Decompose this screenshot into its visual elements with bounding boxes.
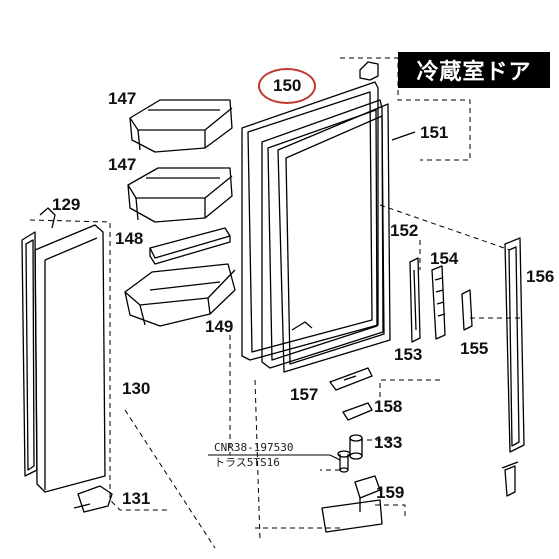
part-label-133: 133: [374, 433, 403, 452]
bracket-131: [73, 485, 113, 513]
part-label-159: 159: [376, 483, 405, 502]
part-label-148: 148: [115, 229, 144, 248]
part-label-158: 158: [374, 397, 403, 416]
part-label-147-upper: 147: [108, 89, 137, 108]
part-label-157: 157: [290, 385, 319, 404]
part-label-154: 154: [430, 249, 459, 268]
part-label-156: 156: [526, 267, 555, 286]
hinge-158: [342, 402, 373, 421]
callout-line-1: CNR38-197530: [214, 441, 294, 454]
trim-156: [504, 237, 525, 453]
part-number-callout: CNR38-197530 トラス5TS16: [214, 440, 293, 470]
part-label-149: 149: [205, 317, 234, 336]
pin-151: [391, 131, 416, 141]
bushing-133: [349, 434, 363, 460]
hinge-159: [321, 475, 383, 533]
part-label-152: 152: [390, 221, 419, 240]
part-label-151: 151: [420, 123, 449, 142]
part-label-155: 155: [460, 339, 489, 358]
callout-line-2: トラス5TS16: [214, 456, 280, 469]
strip-155: [461, 289, 473, 331]
bar-148: [149, 227, 231, 265]
shelf-147-lower: [127, 167, 233, 223]
part-label-129: 129: [52, 195, 81, 214]
rack-154: [431, 265, 446, 340]
screw-callout: [337, 450, 351, 473]
part-label-147-lower: 147: [108, 155, 137, 174]
hinge-157: [329, 367, 373, 391]
cap-top: [359, 61, 379, 81]
part-label-130: 130: [122, 379, 151, 398]
screw-right: [501, 461, 519, 497]
part-label-131: 131: [122, 489, 151, 508]
shelf-147-upper: [129, 99, 233, 153]
diagram-title: 冷蔵室ドア: [398, 52, 550, 88]
part-label-153: 153: [394, 345, 423, 364]
dashed-guides: [29, 57, 520, 549]
bin-149: [124, 263, 236, 327]
door-130: [21, 207, 106, 493]
part-label-150: 150: [273, 76, 302, 95]
highlight-circle: [258, 68, 316, 104]
door-frame-150: [241, 81, 391, 373]
callout-leader: [208, 454, 341, 461]
strip-153: [409, 257, 421, 343]
